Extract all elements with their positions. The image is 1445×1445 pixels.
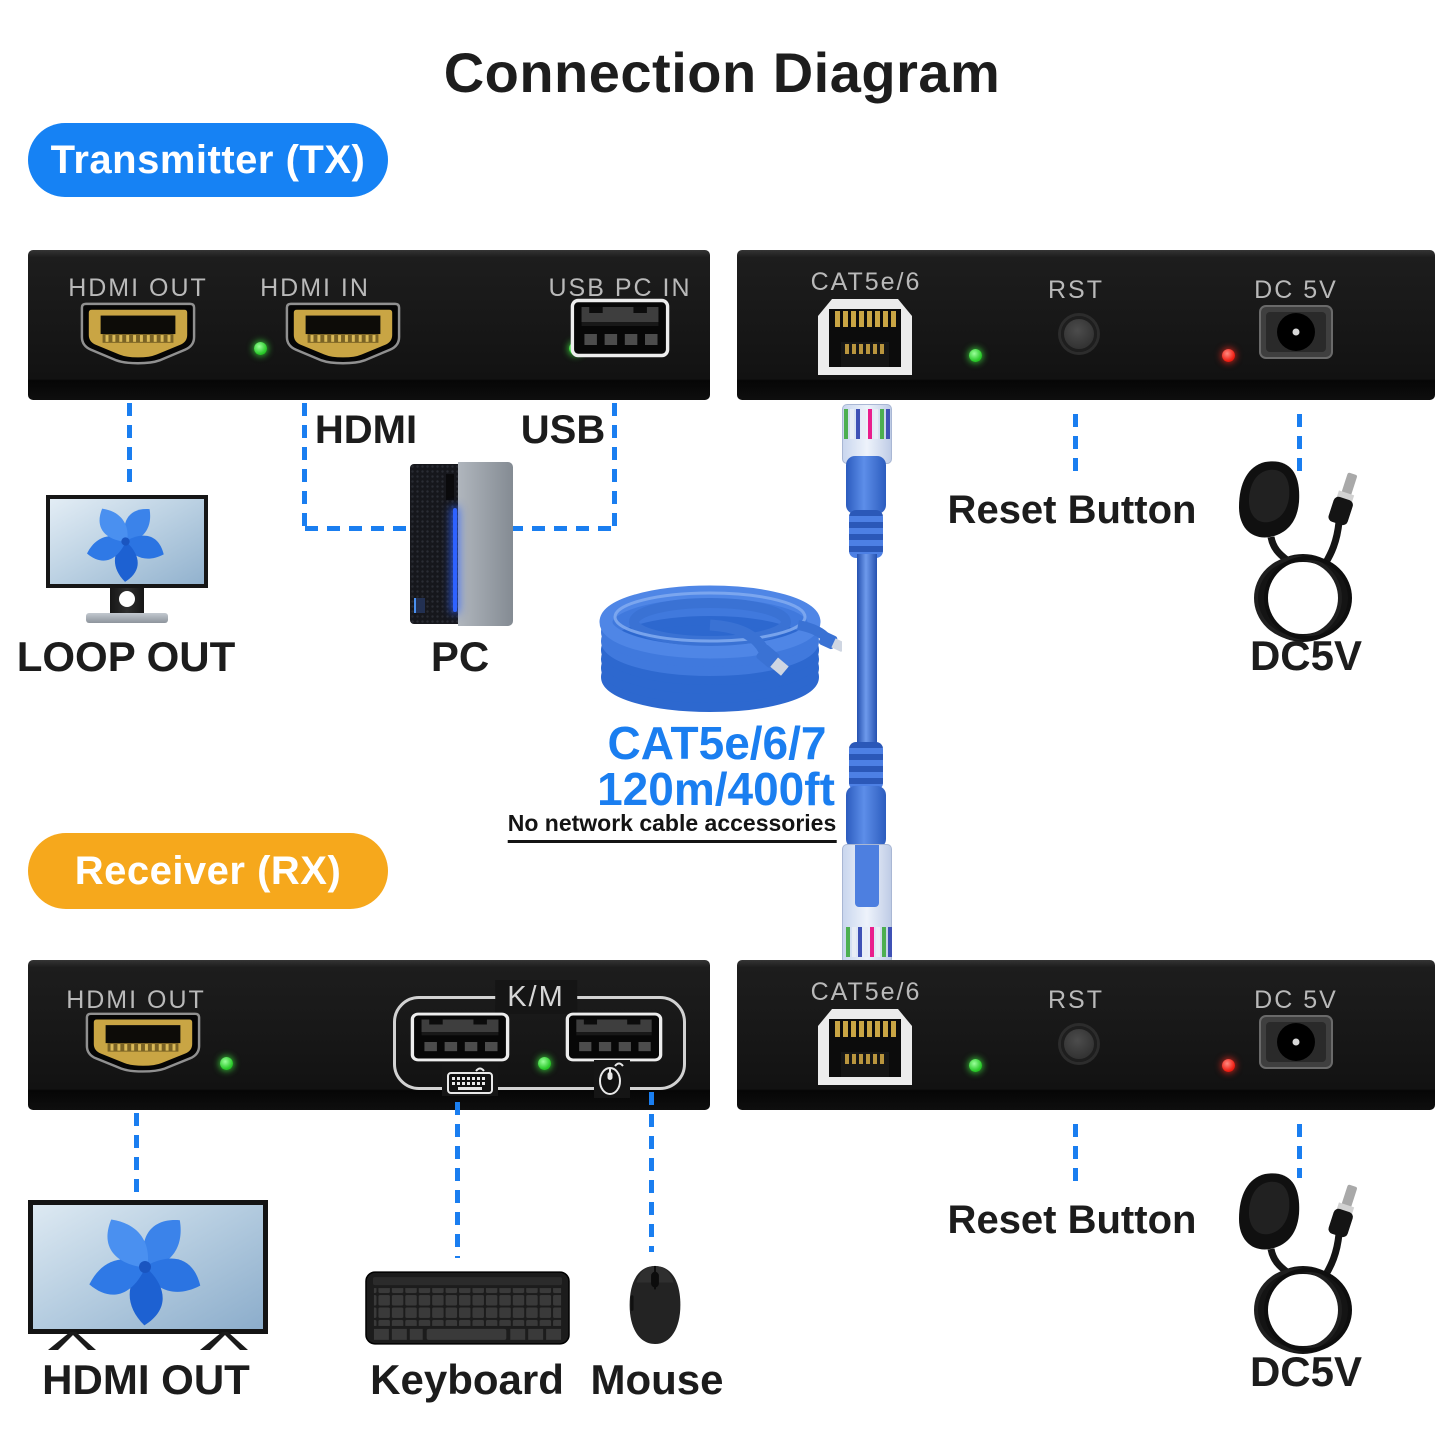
pc-drive-slot: [446, 474, 454, 500]
rx-front-panel: HDMI OUT K/M: [28, 960, 710, 1110]
pc-led-strip: [453, 508, 457, 612]
rx-power-port-label: DC 5V: [1254, 986, 1338, 1014]
pc-tower-image: [410, 462, 513, 626]
power-adapter-image: [1239, 461, 1357, 642]
rx-km-led-green: [538, 1057, 551, 1070]
mouse-label: Mouse: [590, 1356, 724, 1403]
mouse-image: [629, 1265, 681, 1345]
tv-image: [28, 1200, 268, 1352]
power-adapter-image: [1239, 1173, 1357, 1354]
mouse-icon: [594, 1060, 630, 1098]
transmitter-badge: Transmitter (TX): [28, 123, 388, 197]
tx-hdmi-in-port-label: HDMI IN: [260, 274, 370, 302]
dash-tx-usb-v: [612, 403, 617, 529]
tx-dc5v-label: DC5V: [1249, 632, 1363, 679]
loop-out-monitor-image: [46, 495, 208, 627]
tv-foot: [48, 1332, 96, 1350]
usb-port-icon: [565, 1012, 663, 1062]
rx-hdmi-out-port-label: HDMI OUT: [66, 986, 206, 1014]
tx-link-led-green: [254, 342, 267, 355]
tx-front-panel: HDMI OUT HDMI IN USB PC IN: [28, 250, 710, 400]
dash-rx-dc: [1297, 1124, 1302, 1178]
tx-reset-button: [1061, 316, 1097, 352]
usb-callout: USB: [520, 408, 606, 452]
tx-power-led-red: [1222, 349, 1235, 362]
rx-rj45-port-label: CAT5e/6: [810, 978, 922, 1006]
keyboard-icon: [442, 1064, 498, 1096]
rx-power-led-red: [1222, 1059, 1235, 1072]
page-title: Connection Diagram: [443, 41, 1001, 104]
hdmi-port-icon: [85, 1012, 201, 1073]
rx-status-led-green: [969, 1059, 982, 1072]
tv-foot: [200, 1332, 248, 1350]
dash-rx-reset: [1073, 1124, 1078, 1182]
pc-label: PC: [430, 633, 490, 680]
rx-hdmi-out-callout: HDMI OUT: [42, 1356, 250, 1403]
tx-usb-pc-in-port-label: USB PC IN: [548, 274, 692, 302]
tx-back-panel: CAT5e/6 RST DC 5V: [737, 250, 1435, 400]
rx-back-panel: CAT5e/6 RST DC 5V: [737, 960, 1435, 1110]
km-label: K/M: [495, 980, 577, 1014]
hdmi-callout: HDMI: [314, 408, 418, 452]
dash-tx-usb-h: [510, 526, 614, 531]
keyboard-label: Keyboard: [370, 1356, 564, 1403]
rx-hdmi-led-green: [220, 1057, 233, 1070]
usb-port-icon: [570, 298, 670, 358]
ethernet-cable-coil-image: [599, 585, 842, 712]
hdmi-port-icon: [80, 302, 196, 365]
windows-bloom-wallpaper: [86, 507, 165, 583]
rx-reset-button-callout: Reset Button: [947, 1198, 1197, 1242]
dash-rx-mouse: [649, 1092, 654, 1252]
receiver-badge: Receiver (RX): [28, 833, 388, 909]
dash-tx-hdmi-v: [302, 403, 307, 529]
dash-tx-reset: [1073, 414, 1078, 472]
tx-status-led-green: [969, 349, 982, 362]
tx-rj45-port-label: CAT5e/6: [810, 268, 922, 296]
tx-power-port-label: DC 5V: [1254, 276, 1338, 304]
keyboard-image: [365, 1271, 570, 1345]
rj45-port-icon: [818, 1009, 912, 1085]
tx-reset-port-label: RST: [1048, 276, 1104, 304]
dc-jack-icon: [1259, 1015, 1333, 1069]
hdmi-port-icon: [285, 302, 401, 365]
dash-rx-hdmi-out: [134, 1113, 139, 1195]
transmitter-badge-label: Transmitter (TX): [50, 137, 366, 182]
receiver-badge-label: Receiver (RX): [74, 848, 342, 893]
rx-dc5v-label: DC5V: [1249, 1348, 1363, 1395]
tx-reset-button-callout: Reset Button: [947, 488, 1197, 532]
rx-reset-button: [1061, 1026, 1097, 1062]
cable-type-label: CAT5e/6/7: [607, 717, 827, 769]
monitor-stand-base: [86, 613, 168, 623]
dash-tx-loopout: [127, 403, 132, 489]
usb-port-icon: [410, 1012, 510, 1062]
tx-hdmi-out-port-label: HDMI OUT: [68, 274, 208, 302]
loop-out-label: LOOP OUT: [16, 633, 236, 680]
cable-note: No network cable accessories: [507, 810, 837, 843]
rj45-port-icon: [818, 299, 912, 375]
cable-length-label: 120m/400ft: [597, 763, 835, 815]
dash-rx-keyboard: [455, 1102, 460, 1258]
dc-jack-icon: [1259, 305, 1333, 359]
dash-tx-hdmi-h: [305, 526, 411, 531]
dash-tx-dc: [1297, 414, 1302, 478]
pc-logo: [414, 598, 425, 613]
windows-bloom-wallpaper: [88, 1218, 201, 1326]
monitor-stand-hole: [119, 591, 135, 607]
rx-reset-port-label: RST: [1048, 986, 1104, 1014]
